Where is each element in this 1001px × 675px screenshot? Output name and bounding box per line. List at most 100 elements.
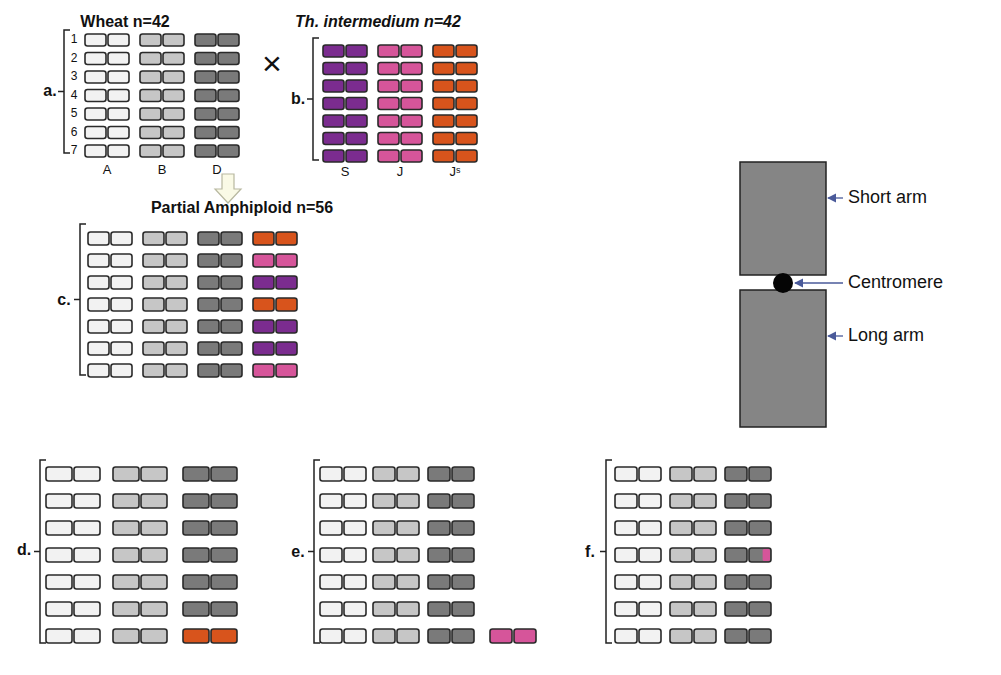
chromosome xyxy=(108,34,129,46)
chromosome xyxy=(113,521,139,535)
chromosome xyxy=(166,276,187,289)
chromosome xyxy=(218,71,239,83)
chromosome xyxy=(85,71,106,83)
chromosome xyxy=(276,254,297,267)
chromosome xyxy=(211,467,237,481)
part-label: Long arm xyxy=(848,326,924,346)
chromosome xyxy=(108,145,129,157)
chromosome xyxy=(85,53,106,65)
long-arm xyxy=(740,290,826,427)
row-number: 1 xyxy=(71,33,78,46)
chromosome xyxy=(195,71,216,83)
chromosome xyxy=(218,53,239,65)
chromosome xyxy=(276,364,297,377)
chromosome xyxy=(428,548,450,562)
bracket xyxy=(307,38,319,160)
chromosome xyxy=(183,575,209,589)
chromosome xyxy=(615,467,637,481)
chromosome xyxy=(401,63,422,75)
chromosome xyxy=(276,342,297,355)
chromosome xyxy=(378,63,399,75)
chromosome xyxy=(670,575,692,589)
chromosome xyxy=(108,53,129,65)
chromosome xyxy=(198,320,219,333)
chromosome xyxy=(85,145,106,157)
chromosome xyxy=(323,63,344,75)
genome-set xyxy=(88,232,297,377)
chromosome xyxy=(401,45,422,57)
chromosome xyxy=(46,602,72,616)
chromosome xyxy=(163,108,184,120)
chromosome xyxy=(433,133,454,145)
chromosome xyxy=(694,548,716,562)
chromosome xyxy=(166,232,187,245)
chromosome xyxy=(140,127,161,139)
chromosome xyxy=(141,602,167,616)
chromosome xyxy=(725,467,747,481)
row-number: 2 xyxy=(71,52,78,65)
chromosome xyxy=(749,548,771,562)
genome-letter: J xyxy=(397,165,404,179)
row-number: 6 xyxy=(71,126,78,139)
chromosome xyxy=(143,320,164,333)
chromosome xyxy=(639,548,661,562)
chromosome xyxy=(397,575,419,589)
chromosome xyxy=(456,115,477,127)
chromosome xyxy=(253,276,274,289)
chromosome xyxy=(615,521,637,535)
chromosome xyxy=(452,575,474,589)
chromosome xyxy=(639,629,661,643)
chromosome xyxy=(253,232,274,245)
chromosome xyxy=(694,521,716,535)
chromosome xyxy=(218,34,239,46)
genome-letter: Jˢ xyxy=(450,165,461,179)
chromosome xyxy=(344,629,366,643)
chromosome xyxy=(183,494,209,508)
chromosome xyxy=(373,629,395,643)
chromosome xyxy=(378,98,399,110)
cross-symbol: × xyxy=(262,45,282,82)
chromosome xyxy=(195,53,216,65)
chromosome xyxy=(221,254,242,267)
chromosome xyxy=(694,467,716,481)
chromosome xyxy=(88,276,109,289)
chromosome xyxy=(253,298,274,311)
chromosome xyxy=(183,602,209,616)
chromosome xyxy=(140,145,161,157)
chromosome xyxy=(46,629,72,643)
chromosome xyxy=(397,494,419,508)
chromosome xyxy=(344,548,366,562)
chromosome xyxy=(113,602,139,616)
chromosome xyxy=(749,494,771,508)
chromosome xyxy=(195,34,216,46)
chromosome xyxy=(88,254,109,267)
chromosome xyxy=(88,320,109,333)
chromosome xyxy=(373,521,395,535)
chromosome xyxy=(221,232,242,245)
chromosome xyxy=(163,90,184,102)
chromosome xyxy=(211,548,237,562)
chromosome xyxy=(320,467,342,481)
chromosome xyxy=(198,232,219,245)
genome-set xyxy=(85,34,239,157)
chromosome xyxy=(725,494,747,508)
chromosome xyxy=(346,133,367,145)
chromosome xyxy=(166,342,187,355)
chromosome xyxy=(85,108,106,120)
chromosome xyxy=(166,254,187,267)
chromosome xyxy=(373,548,395,562)
chromosome xyxy=(401,115,422,127)
chromosome xyxy=(88,232,109,245)
chromosome xyxy=(433,45,454,57)
chromosome xyxy=(88,364,109,377)
chromosome xyxy=(218,145,239,157)
chromosome xyxy=(198,276,219,289)
chromosome xyxy=(452,467,474,481)
chromosome xyxy=(456,45,477,57)
chromosome xyxy=(397,467,419,481)
bracket xyxy=(74,224,86,375)
chromosome xyxy=(456,150,477,162)
genome-set xyxy=(320,467,474,643)
chromosome xyxy=(346,45,367,57)
chromosome xyxy=(344,467,366,481)
